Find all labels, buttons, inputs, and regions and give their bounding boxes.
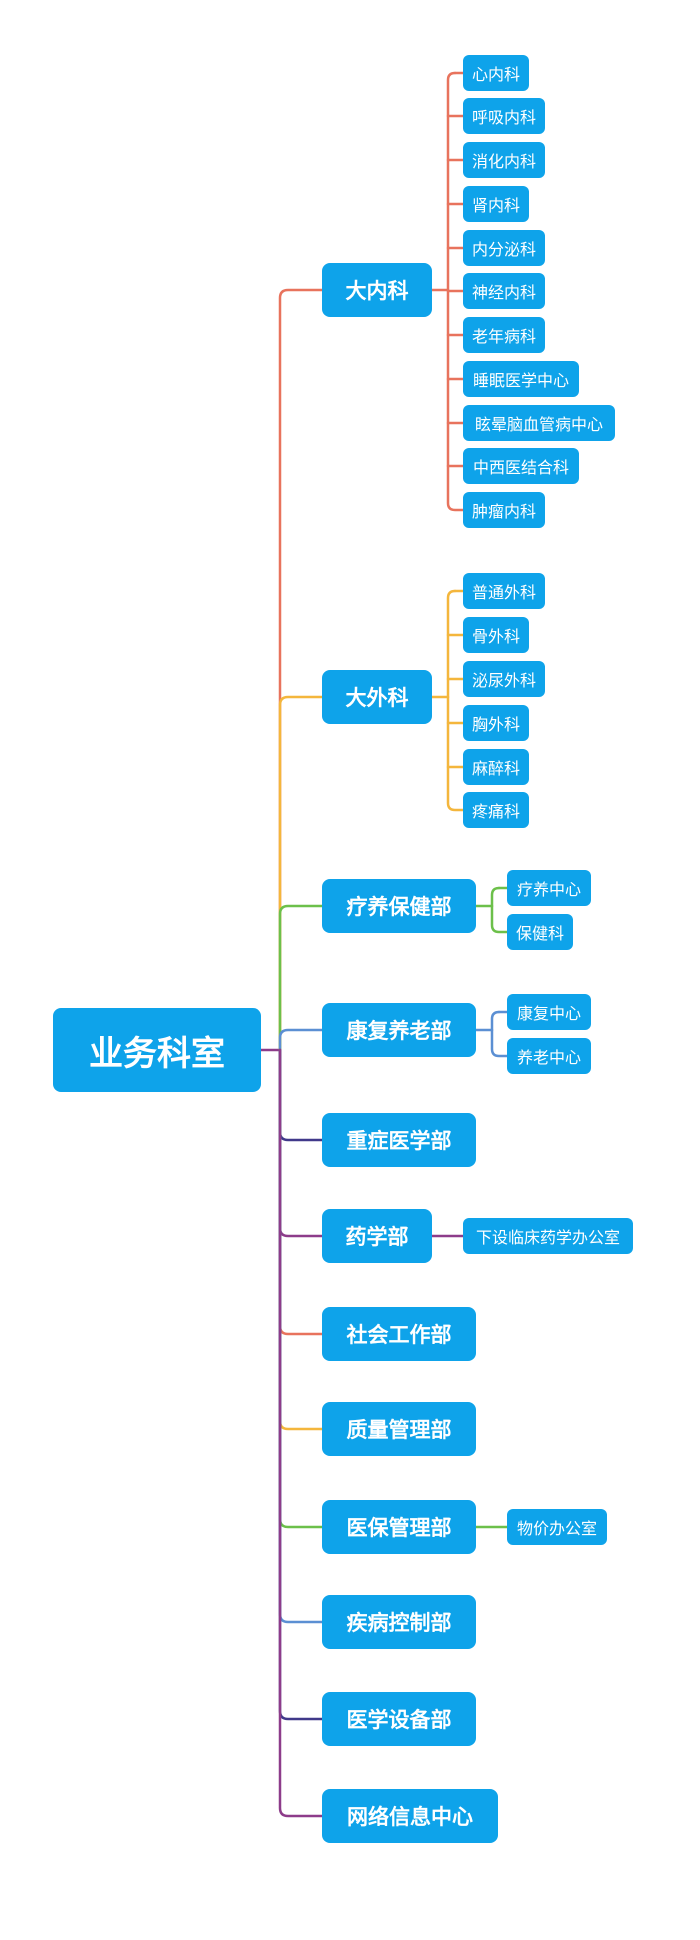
sub-department-node: 呼吸内科 [463,98,545,134]
sub-department-node: 肾内科 [463,186,529,222]
department-node: 重症医学部 [322,1113,476,1167]
sub-department-node: 眩晕脑血管病中心 [463,405,615,441]
department-connector [278,1048,324,1142]
sub-department-node: 普通外科 [463,573,545,609]
department-node: 疾病控制部 [322,1595,476,1649]
department-node: 网络信息中心 [322,1789,498,1843]
department-connector [278,288,324,1052]
sub-department-node: 中西医结合科 [463,448,579,484]
department-node: 质量管理部 [322,1402,476,1456]
sub-connector [446,589,465,812]
department-node: 康复养老部 [322,1003,476,1057]
sub-department-node: 肿瘤内科 [463,492,545,528]
sub-department-node: 物价办公室 [507,1509,607,1545]
department-connector [278,1048,324,1624]
department-connector [278,1048,324,1431]
department-node: 药学部 [322,1209,432,1263]
department-node: 医学设备部 [322,1692,476,1746]
sub-department-node: 心内科 [463,55,529,91]
sub-department-node: 疗养中心 [507,870,591,906]
sub-department-node: 胸外科 [463,705,529,741]
sub-department-node: 消化内科 [463,142,545,178]
department-connector [278,1048,324,1818]
sub-department-node: 保健科 [507,914,573,950]
sub-department-node: 泌尿外科 [463,661,545,697]
department-connector [278,1028,324,1052]
sub-department-node: 疼痛科 [463,792,529,828]
department-connector [278,695,324,1052]
department-node: 大外科 [322,670,432,724]
department-connector [278,904,324,1052]
sub-department-node: 麻醉科 [463,749,529,785]
sub-department-node: 老年病科 [463,317,545,353]
sub-department-node: 睡眠医学中心 [463,361,579,397]
sub-department-node: 神经内科 [463,273,545,309]
root-node: 业务科室 [53,1008,261,1092]
department-node: 大内科 [322,263,432,317]
department-connector [278,1048,324,1529]
sub-department-node: 养老中心 [507,1038,591,1074]
department-connector [278,1048,324,1336]
department-node: 疗养保健部 [322,879,476,933]
department-connector [278,1048,324,1238]
department-connector [278,1048,324,1721]
department-node: 医保管理部 [322,1500,476,1554]
sub-department-node: 内分泌科 [463,230,545,266]
department-node: 社会工作部 [322,1307,476,1361]
sub-connector [446,71,465,512]
sub-department-node: 康复中心 [507,994,591,1030]
sub-department-node: 骨外科 [463,617,529,653]
sub-department-node: 下设临床药学办公室 [463,1218,633,1254]
sub-connector [490,886,509,934]
sub-connector [490,1010,509,1058]
